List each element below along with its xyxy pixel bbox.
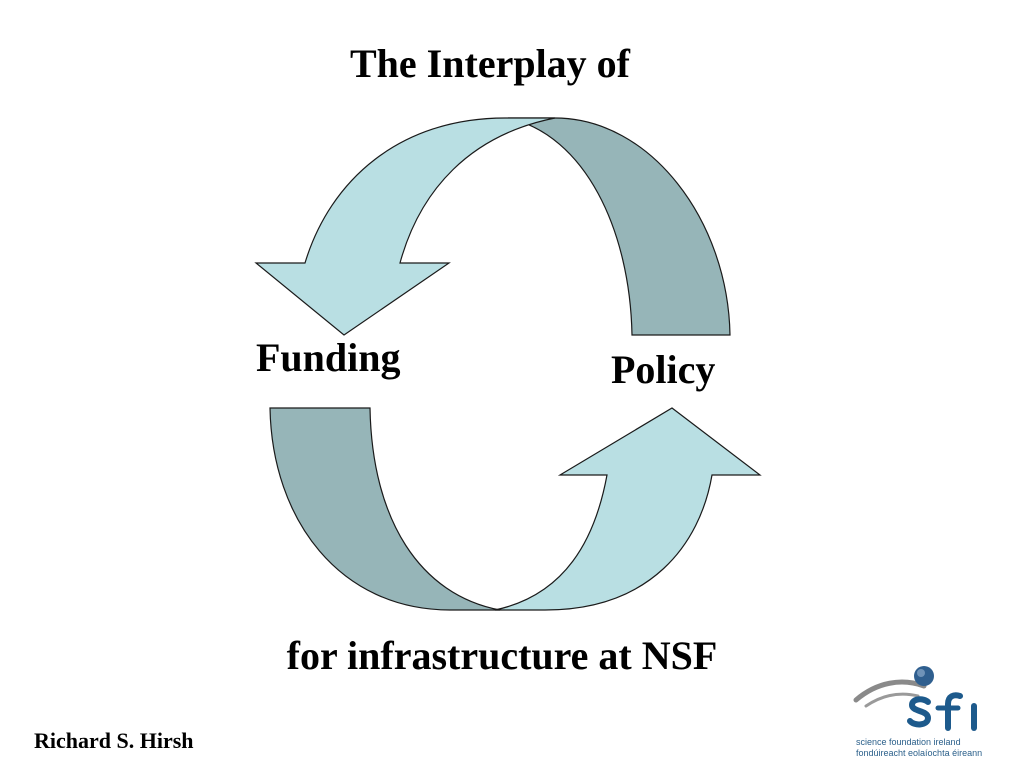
bottom-arrow-head: [494, 407, 762, 611]
top-arrow-head: [254, 117, 556, 336]
node-funding-label: Funding: [256, 335, 401, 380]
node-policy-label: Policy: [611, 347, 716, 392]
slide-title: The Interplay of: [350, 41, 630, 86]
sfi-logo-mark: [853, 666, 977, 731]
top-arrow-tail: [507, 117, 731, 336]
bottom-arrow-tail: [269, 407, 501, 611]
slide-subtitle: for infrastructure at NSF: [286, 633, 718, 678]
logo-text-irish: fondúireacht eolaíochta éireann: [856, 748, 983, 758]
sfi-logo: science foundation ireland fondúireacht …: [852, 660, 992, 760]
logo-text-english: science foundation ireland: [856, 737, 961, 747]
author-name: Richard S. Hirsh: [34, 728, 194, 753]
